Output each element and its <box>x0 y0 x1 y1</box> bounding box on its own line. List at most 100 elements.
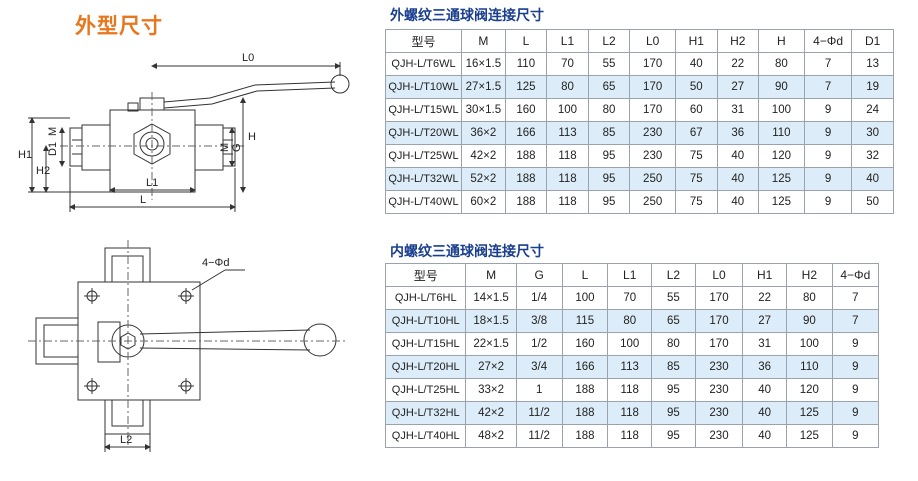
value-cell: 118 <box>607 424 653 448</box>
value-cell: 166 <box>504 121 548 145</box>
value-cell: 188 <box>504 144 548 168</box>
value-cell: 110 <box>785 355 833 379</box>
value-cell: 170 <box>629 52 676 76</box>
value-cell: 36×2 <box>461 121 506 145</box>
table1-title: 外螺纹三通球阀连接尺寸 <box>390 8 544 24</box>
value-cell: 80 <box>651 332 696 356</box>
valve-drawing: L0 M H H1 D1 M G H2 L1 L 4−Φd L2 <box>18 52 350 452</box>
model-cell: QJH-L/T10HL <box>384 309 467 333</box>
value-cell: 9 <box>803 167 853 191</box>
value-cell: 75 <box>674 144 718 168</box>
model-cell: QJH-L/T25HL <box>384 378 467 402</box>
value-cell: 22 <box>716 52 760 76</box>
value-cell: 13 <box>851 52 894 76</box>
value-cell: 32 <box>851 144 894 168</box>
column-header: L2 <box>587 29 631 53</box>
value-cell: 60 <box>674 98 718 122</box>
value-cell: 188 <box>561 378 609 402</box>
value-cell: 95 <box>651 401 696 425</box>
value-cell: 67 <box>674 121 718 145</box>
value-cell: 250 <box>629 190 676 214</box>
value-cell: 7 <box>803 75 853 99</box>
label-l0: L0 <box>242 52 254 64</box>
value-cell: 95 <box>651 424 696 448</box>
value-cell: 55 <box>587 52 631 76</box>
value-cell: 118 <box>607 378 653 402</box>
value-cell: 170 <box>694 332 744 356</box>
column-header: L <box>504 29 548 53</box>
value-cell: 80 <box>785 286 833 310</box>
column-header: M <box>465 263 517 287</box>
value-cell: 40 <box>742 424 787 448</box>
value-cell: 9 <box>831 424 880 448</box>
value-cell: 9 <box>803 98 853 122</box>
value-cell: 27 <box>716 75 760 99</box>
value-cell: 31 <box>742 332 787 356</box>
value-cell: 40 <box>742 378 787 402</box>
value-cell: 230 <box>694 401 744 425</box>
column-header: L0 <box>694 263 744 287</box>
value-cell: 30×1.5 <box>461 98 506 122</box>
label-l: L <box>140 194 146 206</box>
value-cell: 40 <box>742 401 787 425</box>
value-cell: 230 <box>694 424 744 448</box>
value-cell: 80 <box>607 309 653 333</box>
value-cell: 65 <box>587 75 631 99</box>
value-cell: 160 <box>504 98 548 122</box>
label-l1: L1 <box>146 177 158 189</box>
value-cell: 166 <box>561 355 609 379</box>
value-cell: 11/2 <box>515 424 563 448</box>
column-header: H1 <box>674 29 718 53</box>
value-cell: 27×2 <box>465 355 517 379</box>
column-header: H2 <box>716 29 760 53</box>
value-cell: 120 <box>758 144 805 168</box>
value-cell: 70 <box>607 286 653 310</box>
value-cell: 9 <box>831 401 880 425</box>
value-cell: 7 <box>831 309 880 333</box>
column-header: L <box>561 263 609 287</box>
value-cell: 120 <box>785 378 833 402</box>
value-cell: 100 <box>607 332 653 356</box>
value-cell: 52×2 <box>461 167 506 191</box>
front-view <box>28 62 350 212</box>
value-cell: 90 <box>758 75 805 99</box>
value-cell: 160 <box>561 332 609 356</box>
column-header: 4−Φd <box>803 29 853 53</box>
value-cell: 113 <box>546 121 589 145</box>
value-cell: 7 <box>803 52 853 76</box>
value-cell: 27 <box>742 309 787 333</box>
value-cell: 125 <box>758 167 805 191</box>
table2-title: 内螺纹三通球阀连接尺寸 <box>390 244 544 260</box>
model-cell: QJH-L/T15HL <box>384 332 467 356</box>
model-cell: QJH-L/T15WL <box>384 98 463 122</box>
value-cell: 90 <box>785 309 833 333</box>
value-cell: 19 <box>851 75 894 99</box>
value-cell: 118 <box>546 190 589 214</box>
value-cell: 100 <box>785 332 833 356</box>
value-cell: 170 <box>629 98 676 122</box>
value-cell: 11/2 <box>515 401 563 425</box>
value-cell: 50 <box>851 190 894 214</box>
value-cell: 188 <box>504 190 548 214</box>
value-cell: 125 <box>785 424 833 448</box>
value-cell: 9 <box>803 144 853 168</box>
value-cell: 16×1.5 <box>461 52 506 76</box>
value-cell: 1/4 <box>515 286 563 310</box>
value-cell: 31 <box>716 98 760 122</box>
value-cell: 100 <box>758 98 805 122</box>
model-cell: QJH-L/T6HL <box>384 286 467 310</box>
column-header: L1 <box>607 263 653 287</box>
value-cell: 95 <box>651 378 696 402</box>
value-cell: 188 <box>561 424 609 448</box>
label-h: H <box>248 131 256 143</box>
column-header: L0 <box>629 29 676 53</box>
value-cell: 115 <box>561 309 609 333</box>
value-cell: 40 <box>851 167 894 191</box>
